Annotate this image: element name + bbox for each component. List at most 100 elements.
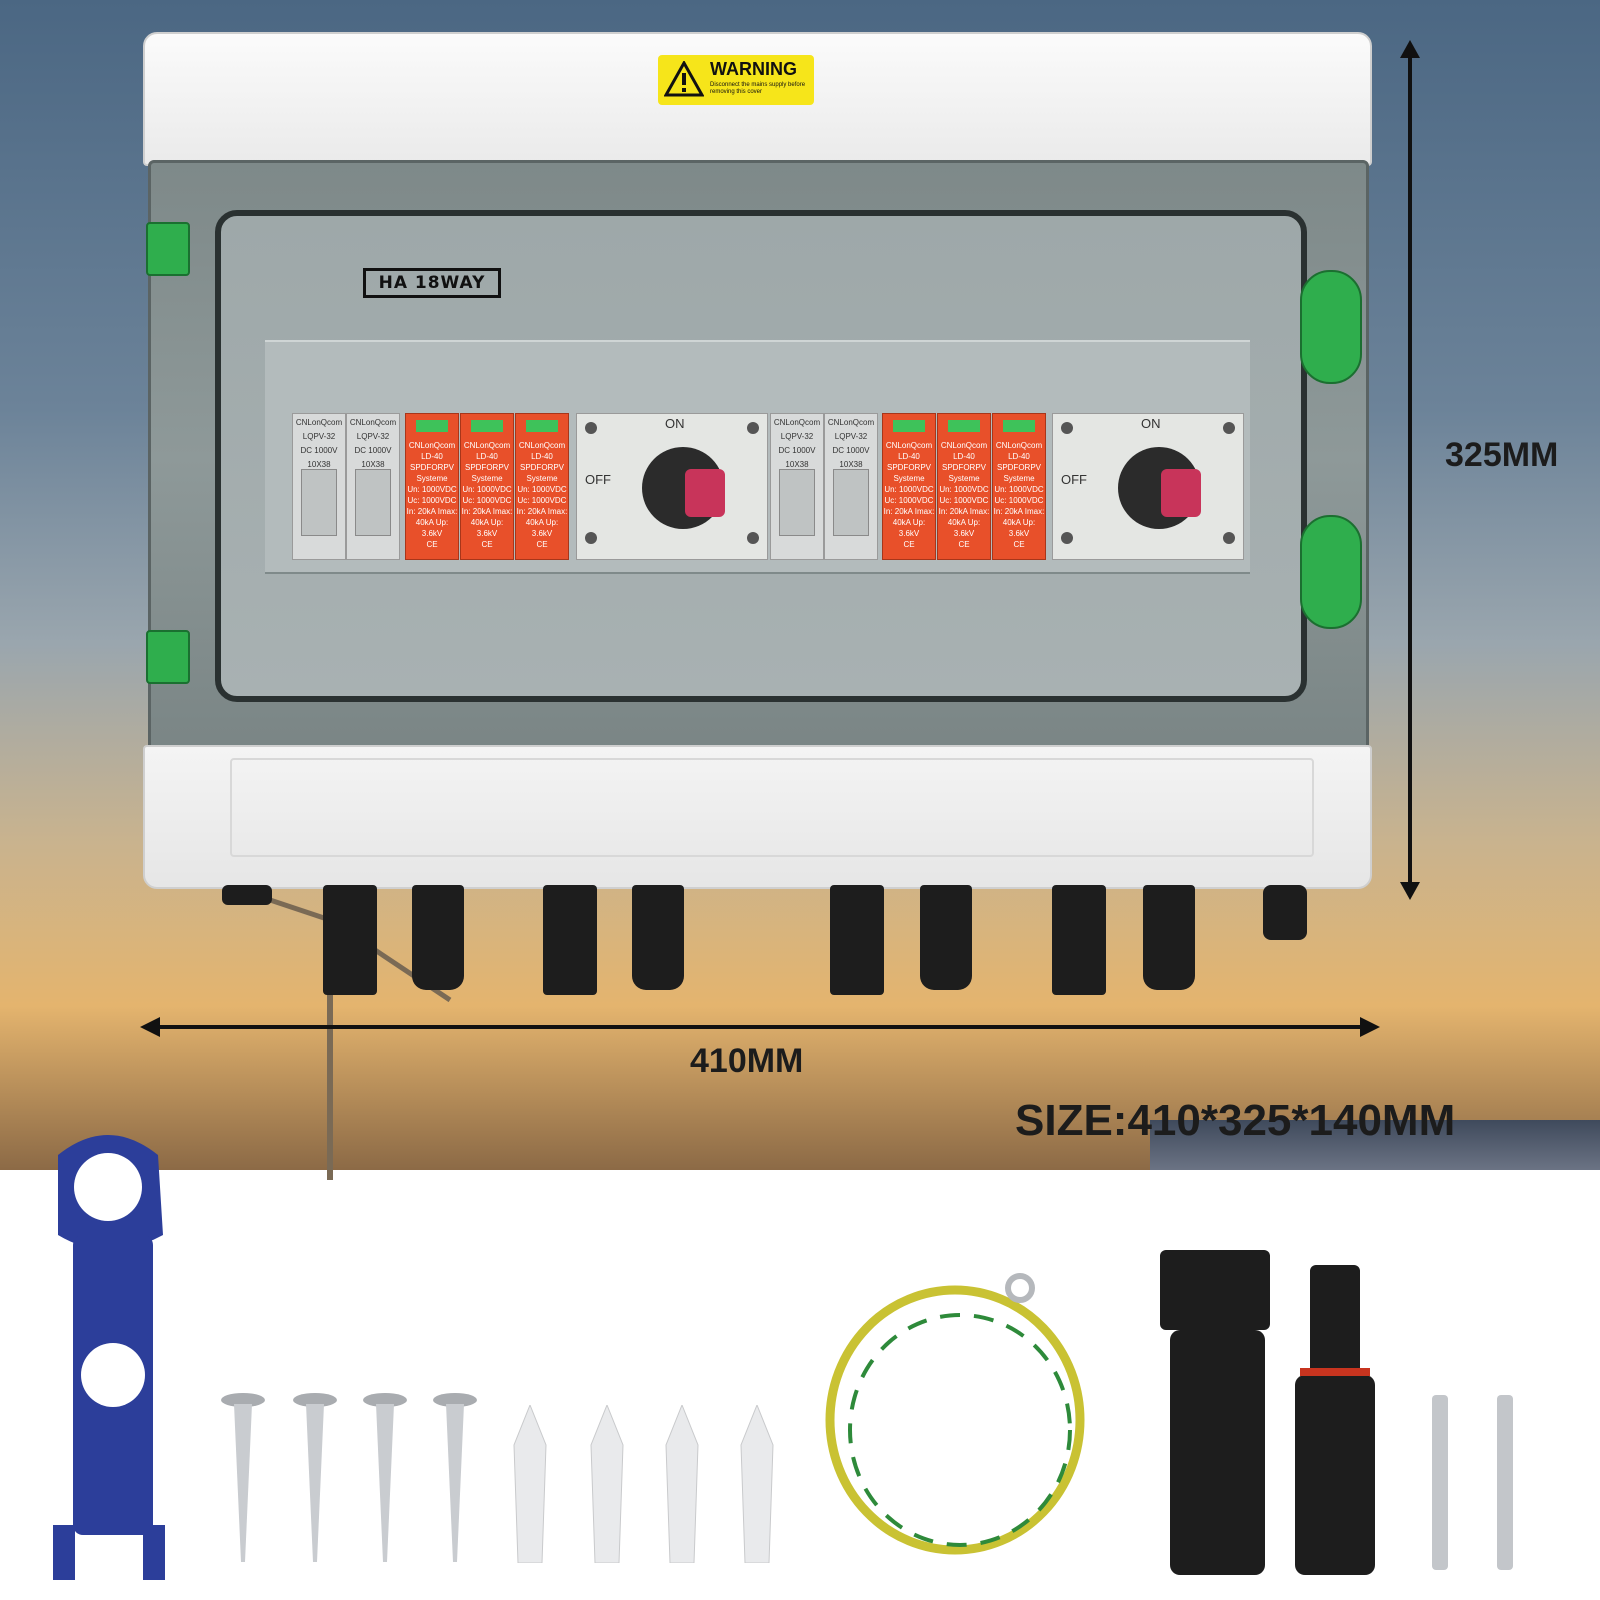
spd-brand: CNLonQcom: [408, 441, 456, 450]
spd-brand: CNLonQcom: [885, 441, 933, 450]
spd-specs: Un: 1000VDC Uc: 1000VDC In: 20kA Imax: 4…: [883, 485, 935, 538]
mc4-connector-male: [1143, 885, 1195, 990]
wall-anchor-icon: [590, 1405, 624, 1563]
spd-brand: CNLonQcom: [940, 441, 988, 450]
fuse-brand: CNLonQcom: [773, 418, 821, 427]
screw-icon: [585, 532, 597, 544]
screw-icon: [221, 1393, 265, 1562]
fuse-brand: CNLonQcom: [827, 418, 875, 427]
fuse-size: 10X38: [785, 460, 809, 469]
spd-specs: Un: 1000VDC Uc: 1000VDC In: 20kA Imax: 4…: [406, 485, 458, 538]
fuse-size: 10X38: [307, 460, 331, 469]
switch-on-label: ON: [665, 416, 685, 431]
mc4-connector-female: [543, 885, 597, 995]
spd-brand: CNLonQcom: [518, 441, 566, 450]
ce-mark: CE: [1013, 540, 1025, 549]
screw-icon: [293, 1393, 337, 1562]
ce-mark: CE: [536, 540, 548, 549]
warning-title: WARNING: [710, 59, 797, 79]
fuse-size: 10X38: [839, 460, 863, 469]
spd-model: LD-40: [1008, 452, 1030, 461]
latch-top[interactable]: [1300, 270, 1362, 384]
latch-bottom[interactable]: [1300, 515, 1362, 629]
mc4-connector-pair: [1160, 1250, 1375, 1575]
fuse-model: LQPV-32: [302, 432, 336, 441]
fuse-rating: DC 1000V: [354, 446, 392, 455]
model-label: HA 18WAY: [363, 268, 501, 298]
status-indicator: [471, 420, 503, 432]
vent-plug: [222, 885, 272, 905]
spd-subtitle: SPDFORPV Systeme: [941, 463, 986, 483]
surge-protector: CNLonQcom LD-40 SPDFORPV Systeme Un: 100…: [937, 413, 991, 560]
spd-specs: Un: 1000VDC Uc: 1000VDC In: 20kA Imax: 4…: [993, 485, 1045, 538]
cable-gland: [1263, 885, 1307, 940]
hinge-top: [146, 222, 190, 276]
mc4-wrench-tool: [53, 1135, 165, 1580]
isolator-switch[interactable]: ON OFF: [576, 413, 768, 560]
spd-brand: CNLonQcom: [995, 441, 1043, 450]
wall-anchor-icon: [740, 1405, 774, 1563]
height-dimension-label: 325MM: [1445, 436, 1559, 474]
spd-specs: Un: 1000VDC Uc: 1000VDC In: 20kA Imax: 4…: [938, 485, 990, 538]
width-dimension-arrow: [140, 1017, 1380, 1037]
spd-specs: Un: 1000VDC Uc: 1000VDC In: 20kA Imax: 4…: [516, 485, 568, 538]
bottom-label-plate: [230, 758, 1314, 857]
switch-off-label: OFF: [585, 472, 611, 487]
height-dimension-arrow: [1400, 40, 1420, 900]
spd-brand: CNLonQcom: [463, 441, 511, 450]
status-indicator: [893, 420, 925, 432]
switch-lock-handle[interactable]: [685, 469, 725, 517]
surge-protector: CNLonQcom LD-40 SPDFORPV Systeme Un: 100…: [992, 413, 1046, 560]
fuse-holder: CNLonQcom LQPV-32 DC 1000V 10X38: [292, 413, 346, 560]
spd-model: LD-40: [531, 452, 553, 461]
mc4-connector-male: [920, 885, 972, 990]
fuse-holder: CNLonQcom LQPV-32 DC 1000V 10X38: [346, 413, 400, 560]
fuse-brand: CNLonQcom: [295, 418, 343, 427]
mc4-connector-female: [830, 885, 884, 995]
warning-sticker: WARNING Disconnect the mains supply befo…: [658, 55, 814, 105]
spd-model: LD-40: [953, 452, 975, 461]
screw-icon: [585, 422, 597, 434]
fuse-model: LQPV-32: [834, 432, 868, 441]
status-indicator: [526, 420, 558, 432]
switch-lock-handle[interactable]: [1161, 469, 1201, 517]
screw-icon: [747, 422, 759, 434]
fuse-rating: DC 1000V: [300, 446, 338, 455]
ce-mark: CE: [426, 540, 438, 549]
ce-mark: CE: [958, 540, 970, 549]
mc4-connector-female: [1052, 885, 1106, 995]
spd-subtitle: SPDFORPV Systeme: [409, 463, 454, 483]
spd-subtitle: SPDFORPV Systeme: [464, 463, 509, 483]
width-dimension-label: 410MM: [690, 1042, 804, 1080]
size-label: SIZE:410*325*140MM: [1015, 1096, 1456, 1145]
screw-icon: [433, 1393, 477, 1562]
ground-wire-icon: [825, 1273, 1085, 1555]
fuse-model: LQPV-32: [356, 432, 390, 441]
fuse-model: LQPV-32: [780, 432, 814, 441]
status-indicator: [1003, 420, 1035, 432]
spd-subtitle: SPDFORPV Systeme: [519, 463, 564, 483]
box-bottom-cover: [143, 745, 1372, 889]
hinge-bottom: [146, 630, 190, 684]
solar-panels: [1150, 1120, 1600, 1170]
fuse-rating: DC 1000V: [778, 446, 816, 455]
screw-icon: [363, 1393, 407, 1562]
fuse-holder: CNLonQcom LQPV-32 DC 1000V 10X38: [824, 413, 878, 560]
ce-mark: CE: [903, 540, 915, 549]
mc4-connector-male: [632, 885, 684, 990]
fuse-holder: CNLonQcom LQPV-32 DC 1000V 10X38: [770, 413, 824, 560]
warning-subtitle: Disconnect the mains supply before remov…: [710, 82, 806, 95]
screw-icon: [1061, 422, 1073, 434]
surge-protector: CNLonQcom LD-40 SPDFORPV Systeme Un: 100…: [405, 413, 459, 560]
switch-on-label: ON: [1141, 416, 1161, 431]
spd-model: LD-40: [898, 452, 920, 461]
surge-protector: CNLonQcom LD-40 SPDFORPV Systeme Un: 100…: [882, 413, 936, 560]
screw-icon: [1061, 532, 1073, 544]
crimp-pin-icon: [1497, 1395, 1513, 1570]
spd-subtitle: SPDFORPV Systeme: [886, 463, 931, 483]
crimp-pin-icon: [1432, 1395, 1448, 1570]
mc4-connector-female: [323, 885, 377, 995]
screw-icon: [1223, 422, 1235, 434]
fuse-rating: DC 1000V: [832, 446, 870, 455]
isolator-switch[interactable]: ON OFF: [1052, 413, 1244, 560]
